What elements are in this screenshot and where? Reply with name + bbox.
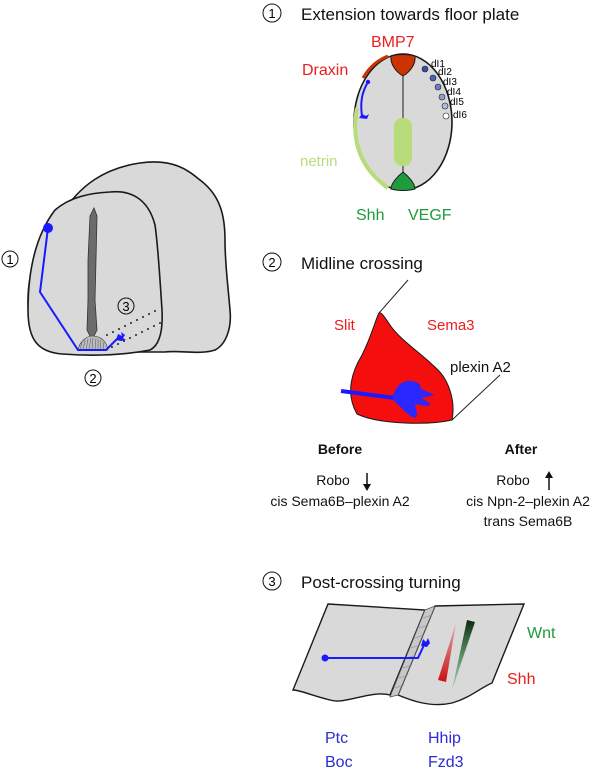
before-sema6b-plexin-label: cis Sema6B–plexin A2 <box>270 493 410 509</box>
draxin-region <box>361 54 389 79</box>
panel-2-number-circle <box>262 252 282 272</box>
overview-marker-3: 3 <box>117 297 135 315</box>
roof-plate-bmp7 <box>390 54 416 77</box>
di3-label: dI3 <box>443 77 457 88</box>
bmp7-label: BMP7 <box>371 34 415 51</box>
marker-3-label: 3 <box>122 299 129 314</box>
panel-3-post-crossing: 3 Post-crossing turning Wnt Shh Ptc Boc … <box>262 571 556 771</box>
marker-1-label: 1 <box>6 252 13 267</box>
panel-1-growth-cone <box>359 114 369 119</box>
vegf-label: VEGF <box>408 207 452 224</box>
marker-2-label: 2 <box>89 371 96 386</box>
panel-2-number: 2 <box>268 255 275 270</box>
after-robo-label: Robo <box>496 472 530 488</box>
boc-label: Boc <box>325 754 353 771</box>
panel-3-growth-cone <box>421 638 430 647</box>
di6-label: dI6 <box>453 110 467 121</box>
commissural-axon <box>38 227 119 351</box>
netrin-floor-plate-gradient <box>394 118 412 166</box>
di1-label: dI1 <box>431 59 445 70</box>
netrin-region <box>353 107 390 190</box>
after-npn2-plexin-label: cis Npn-2–plexin A2 <box>466 493 590 509</box>
panel-1-number-circle <box>262 3 282 23</box>
after-heading: After <box>505 441 538 457</box>
netrin-label: netrin <box>300 153 338 170</box>
overview-marker-2: 2 <box>84 369 102 387</box>
robo-up-arrow-icon <box>545 471 553 490</box>
crossing-growth-cone <box>393 380 434 418</box>
before-heading: Before <box>318 441 363 457</box>
panel-1-title: Extension towards floor plate <box>301 5 519 24</box>
floor-plate-strip-segments <box>394 614 433 689</box>
growth-cone <box>116 332 126 341</box>
panel-1-extension: 1 Extension towards floor plate dI1 dI2 … <box>262 3 519 224</box>
neuron-cell-body <box>43 223 53 233</box>
di5-label: dI5 <box>450 97 464 108</box>
floor-plate-hatching <box>79 337 105 351</box>
robo-down-arrow-icon <box>363 473 371 491</box>
panel-3-cell-body <box>321 654 329 662</box>
panel-2-title: Midline crossing <box>301 254 423 273</box>
after-trans-sema6b-label: trans Sema6B <box>484 513 573 529</box>
panel-2-midline-crossing: 2 Midline crossing Slit Sema3 plexin A2 … <box>262 252 590 529</box>
shh-label-panel1: Shh <box>356 207 384 224</box>
before-robo-label: Robo <box>316 472 350 488</box>
floor-plate-shh <box>390 171 416 191</box>
crossing-axon <box>340 389 396 400</box>
overview-spinal-cord <box>27 161 232 356</box>
fzd3-label: Fzd3 <box>428 754 464 771</box>
post-crossing-axon <box>325 644 425 659</box>
panel-3-number-circle <box>262 571 282 591</box>
draxin-label: Draxin <box>302 62 348 79</box>
post-crossing-dotted-paths <box>106 310 161 348</box>
panel-1-cell-body <box>365 79 371 85</box>
slit-label: Slit <box>334 317 356 334</box>
di-neuron-dots <box>421 65 450 120</box>
sema3-label: Sema3 <box>427 317 475 334</box>
zoom-line-top <box>378 279 409 314</box>
plexin-a2-label: plexin A2 <box>450 359 511 376</box>
di2-label: dI2 <box>438 67 452 78</box>
panel-1-number: 1 <box>268 6 275 21</box>
floor-plate-strip <box>389 605 436 698</box>
wnt-label: Wnt <box>527 625 556 642</box>
overview-marker-1: 1 <box>1 250 19 268</box>
shh-gradient-wedge <box>438 623 456 682</box>
panel-1-axon <box>360 81 369 117</box>
zoom-line-bottom <box>451 374 501 421</box>
panel-3-number: 3 <box>268 574 275 589</box>
wnt-gradient-wedge <box>452 620 475 690</box>
shh-label-panel3: Shh <box>507 671 535 688</box>
central-canal <box>86 207 98 341</box>
di4-label: dI4 <box>447 87 461 98</box>
open-book-left-page <box>291 603 427 702</box>
panel-3-title: Post-crossing turning <box>301 573 461 592</box>
ptc-label: Ptc <box>325 730 348 747</box>
hhip-label: Hhip <box>428 730 461 747</box>
